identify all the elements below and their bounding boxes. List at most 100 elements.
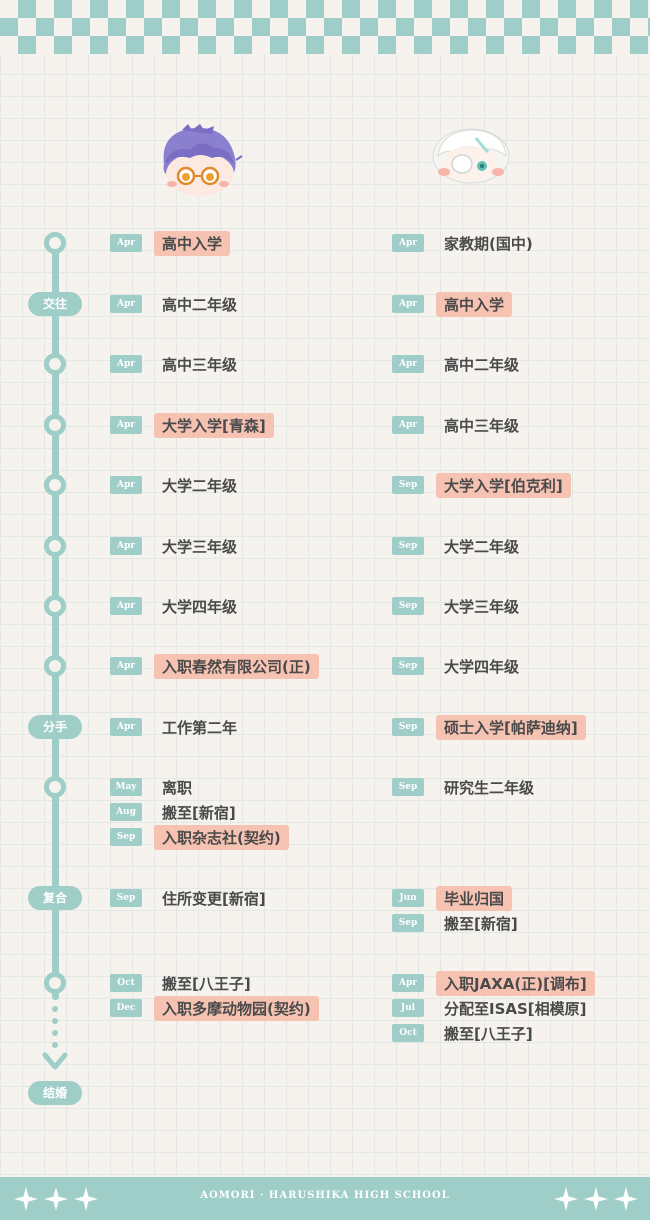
event-text: 大学四年级 [162,597,238,616]
left-event-row: Apr 高中二年级 [110,291,237,317]
timeline-dot [52,1018,58,1024]
event-text: 大学四年级 [444,657,520,676]
event-text: 高中三年级 [444,416,520,435]
event-text: 高中三年级 [162,355,238,374]
month-tag: Apr [110,295,142,313]
right-event-row: Apr 高中二年级 [392,351,519,377]
timeline-node [44,353,66,375]
timeline-node [44,535,66,557]
avatar-white-hair [432,128,510,184]
event-text: 搬至[新宿] [444,914,518,933]
month-tag: Oct [392,1024,424,1042]
milestone-badge: 分手 [28,715,82,739]
month-tag: Sep [392,718,424,736]
month-tag: Apr [110,355,142,373]
event-text: 离职 [162,778,193,797]
left-event-row: Sep 住所变更[新宿] [110,885,266,911]
right-event-row: Sep 大学二年级 [392,533,519,559]
right-event-row: Apr 高中三年级 [392,412,519,438]
highlighted-event-text: 大学入学[青森] [154,412,274,438]
right-event-row: Jul 分配至ISAS[相模原] [392,995,587,1021]
event-text: 大学二年级 [162,476,238,495]
footer-bar [0,1177,650,1220]
left-event-row: Aug 搬至[新宿] [110,799,236,825]
month-tag: Aug [110,803,142,821]
timeline-dot [52,1006,58,1012]
footer-text: AOMORI · HARUSHIKA HIGH SCHOOL [200,1190,450,1201]
timeline-node [44,474,66,496]
left-event-row: Apr 高中三年级 [110,351,237,377]
month-tag: Jun [392,889,424,907]
right-event-row: Sep 大学三年级 [392,593,519,619]
month-tag: Oct [110,974,142,992]
month-tag: Apr [110,657,142,675]
month-tag: Apr [392,295,424,313]
event-text: 高中二年级 [444,355,520,374]
event-text: 大学三年级 [444,597,520,616]
left-event-row: Sep 入职杂志社(契约) [110,824,289,850]
timeline-node [44,232,66,254]
timeline-track [52,240,59,1000]
right-event-row: Sep 硕士入学[帕萨迪纳] [392,714,586,740]
highlighted-event-text: 高中入学 [436,291,513,317]
event-text: 分配至ISAS[相模原] [444,999,587,1018]
month-tag: Sep [392,476,424,494]
checker-header-band [0,0,650,54]
highlighted-event-text: 硕士入学[帕萨迪纳] [436,714,586,740]
event-text: 搬至[新宿] [162,803,236,822]
event-text: 搬至[八王子] [162,974,251,993]
highlighted-event-text: 毕业归国 [436,885,513,911]
left-event-row: Apr 大学入学[青森] [110,412,274,438]
month-tag: Apr [392,355,424,373]
event-text: 大学二年级 [444,537,520,556]
month-tag: Apr [392,416,424,434]
event-text: 家教期(国中) [444,234,533,253]
timeline-node [44,776,66,798]
left-event-row: Oct 搬至[八王子] [110,970,251,996]
event-text: 研究生二年级 [444,778,535,797]
highlighted-event-text: 入职杂志社(契约) [154,824,289,850]
month-tag: Apr [110,718,142,736]
month-tag: Sep [110,889,142,907]
timeline-node [44,414,66,436]
month-tag: Apr [110,597,142,615]
event-text: 工作第二年 [162,718,238,737]
month-tag: Sep [392,537,424,555]
month-tag: Apr [392,974,424,992]
left-event-row: Apr 工作第二年 [110,714,237,740]
highlighted-event-text: 大学入学[伯克利] [436,472,571,498]
left-event-row: Apr 大学四年级 [110,593,237,619]
left-event-row: Dec 入职多摩动物园(契约) [110,995,319,1021]
milestone-badge: 复合 [28,886,82,910]
event-text: 住所变更[新宿] [162,889,266,908]
right-event-row: Sep 大学入学[伯克利] [392,472,571,498]
month-tag: Apr [110,234,142,252]
month-tag: Apr [110,416,142,434]
month-tag: Sep [110,828,142,846]
chevron-down-icon [42,1052,68,1070]
right-event-row: Sep 研究生二年级 [392,774,534,800]
timeline-dot [52,1042,58,1048]
left-event-row: Apr 大学二年级 [110,472,237,498]
month-tag: Jul [392,999,424,1017]
timeline-node [44,972,66,994]
month-tag: Dec [110,999,142,1017]
sparkle-stars-left-icon [14,1187,98,1211]
timeline-node [44,655,66,677]
sparkle-stars-right-icon [554,1187,638,1211]
event-text: 高中二年级 [162,295,238,314]
month-tag: Sep [392,778,424,796]
left-event-row: Apr 入职春然有限公司(正) [110,653,319,679]
highlighted-event-text: 入职多摩动物园(契约) [154,995,319,1021]
month-tag: Sep [392,597,424,615]
highlighted-event-text: 入职春然有限公司(正) [154,653,319,679]
month-tag: Apr [110,476,142,494]
milestone-badge: 结婚 [28,1081,82,1105]
milestone-badge: 交往 [28,292,82,316]
